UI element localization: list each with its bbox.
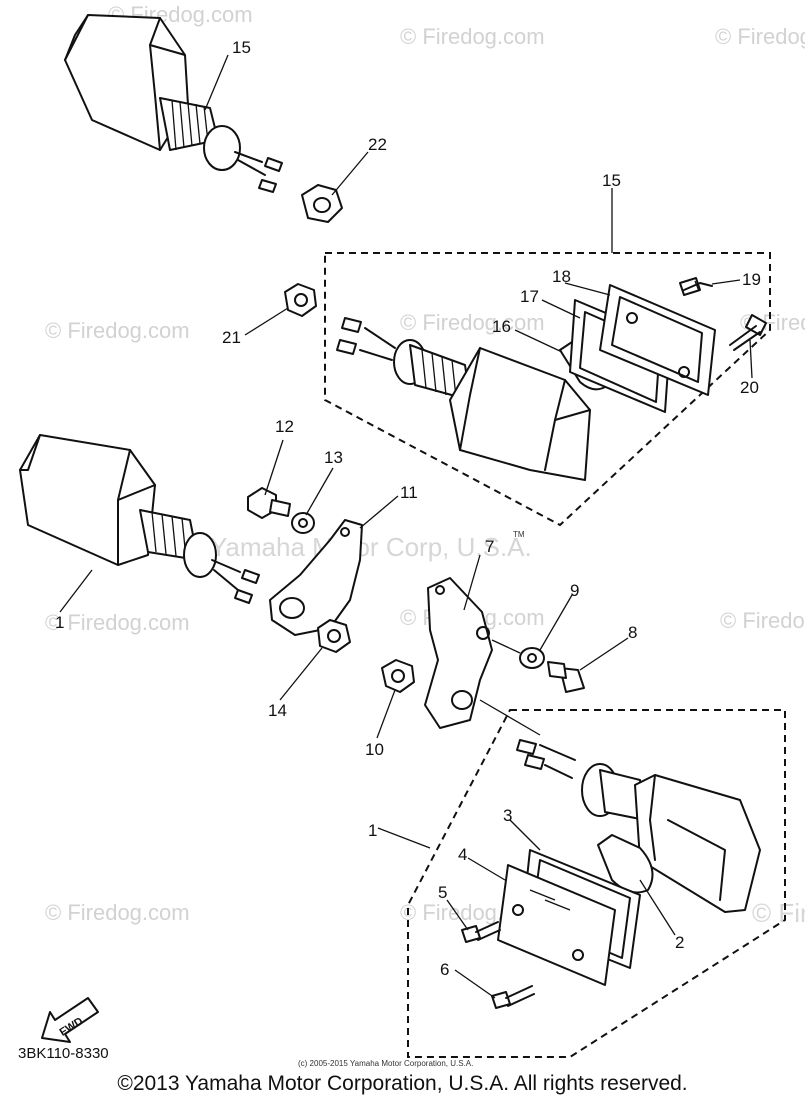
callout-number: 20 — [740, 378, 759, 397]
washer-part-9 — [519, 647, 545, 669]
callout-number: 22 — [368, 135, 387, 154]
fwd-arrow: FWD — [41, 997, 99, 1043]
callout-number: 12 — [275, 417, 294, 436]
watermark-text: © Firedog.com — [720, 608, 805, 633]
callout-number: 1 — [55, 613, 64, 632]
assembly-outline-upper-right — [324, 252, 771, 527]
flasher-assembly-right — [336, 317, 591, 481]
screw-part-5 — [461, 921, 501, 943]
trademark-mark: TM — [513, 530, 525, 539]
flasher-assembly-top-left — [64, 14, 283, 193]
leader-lines — [479, 639, 541, 736]
callout-number: 16 — [492, 317, 511, 336]
screw-part-19 — [679, 277, 713, 296]
callout-number: 8 — [628, 623, 637, 642]
watermark-text: © Firedog.com — [45, 610, 190, 635]
footer-copyright: ©2013 Yamaha Motor Corporation, U.S.A. A… — [117, 1072, 688, 1095]
callout-number: 10 — [365, 740, 384, 759]
callout-number: 3 — [503, 806, 512, 825]
screw-part-20 — [729, 314, 767, 351]
callout-number: 7 — [485, 537, 494, 556]
lens-part-4 — [497, 849, 641, 986]
callout-number: 17 — [520, 287, 539, 306]
bracket-part-7 — [424, 577, 493, 729]
watermark-text: © Firedog.com — [400, 24, 545, 49]
callout-number: 5 — [438, 883, 447, 902]
bolt-part-8 — [547, 661, 585, 693]
callout-number: 15 — [602, 171, 621, 190]
diagram-part-code: 3BK110-8330 — [18, 1045, 109, 1062]
callout-number: 4 — [458, 845, 467, 864]
callout-number: 19 — [742, 270, 761, 289]
callout-number: 14 — [268, 701, 287, 720]
flasher-assembly-lower-right — [516, 739, 761, 913]
watermark-text: © Firedog.com — [45, 318, 190, 343]
nut-part-10 — [381, 659, 415, 693]
flasher-assembly-left — [19, 434, 260, 604]
callout-number: 1 — [368, 821, 377, 840]
callout-number: 6 — [440, 960, 449, 979]
bracket-part-11 — [269, 519, 363, 636]
nut-part-21 — [284, 283, 317, 317]
nut-part-14 — [317, 619, 351, 653]
callout-numbers: 15 22 15 18 17 16 19 20 21 12 13 11 14 1… — [55, 38, 761, 979]
bolt-part-12 — [247, 487, 291, 519]
callout-number: 21 — [222, 328, 241, 347]
small-copyright-notice: (c) 2005-2015 Yamaha Motor Corporation, … — [298, 1059, 473, 1068]
screw-part-6 — [491, 985, 535, 1009]
watermark-text: © Firedog.com — [45, 900, 190, 925]
callout-number: 15 — [232, 38, 251, 57]
callout-leaders — [59, 54, 753, 999]
callout-number: 11 — [400, 483, 418, 502]
callout-number: 18 — [552, 267, 571, 286]
washer-part-13 — [291, 512, 315, 534]
watermark-text: © Firedog.com — [400, 310, 545, 335]
watermark-text: Yamaha Motor Corp, U.S.A. — [210, 532, 532, 562]
callout-number: 9 — [570, 581, 579, 600]
callout-number: 2 — [675, 933, 684, 952]
watermark-text: © Firedog.com — [715, 24, 805, 49]
lens-part-18 — [569, 284, 716, 413]
callout-number: 13 — [324, 448, 343, 467]
